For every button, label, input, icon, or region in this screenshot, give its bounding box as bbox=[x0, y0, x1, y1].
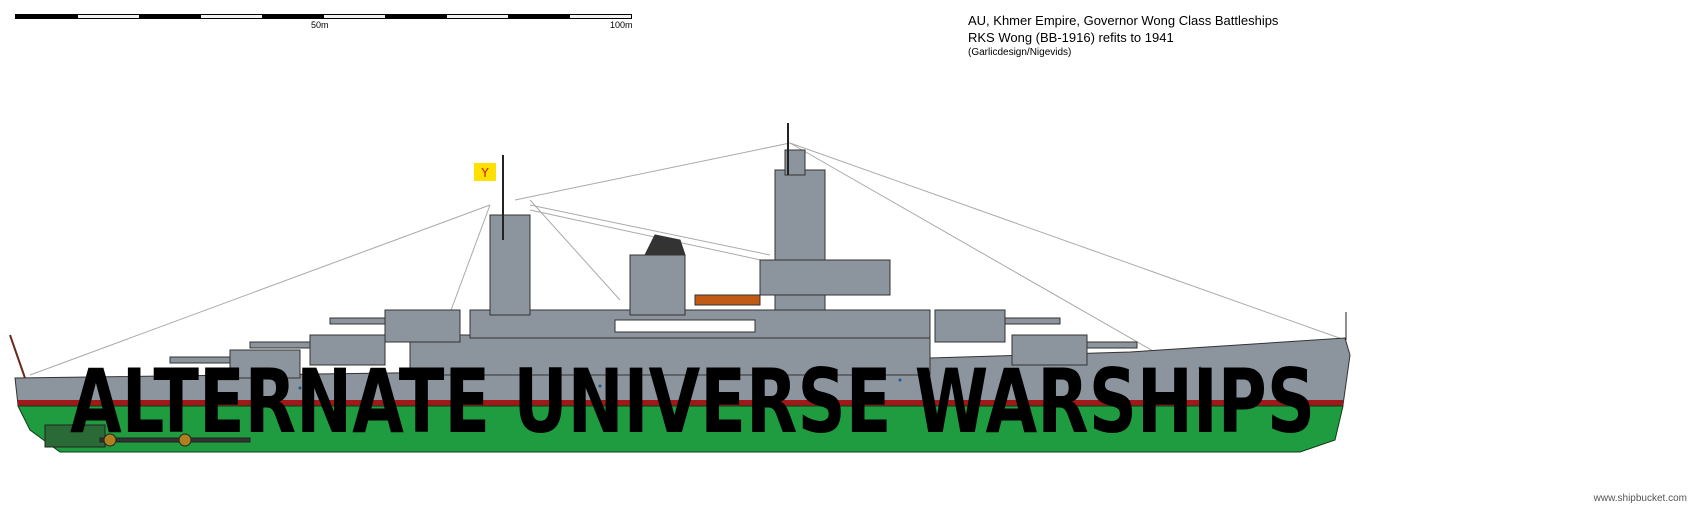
turret-c bbox=[384, 309, 461, 343]
propellers-and-rudder bbox=[44, 424, 251, 448]
fore-tower bbox=[489, 214, 531, 316]
title-line-2: RKS Wong (BB-1916) refits to 1941 bbox=[968, 30, 1174, 45]
portholes bbox=[98, 366, 1202, 392]
main-turrets bbox=[169, 309, 1138, 379]
title-line-1: AU, Khmer Empire, Governor Wong Class Ba… bbox=[968, 13, 1279, 28]
svg-text:Y: Y bbox=[480, 166, 489, 180]
turret-b bbox=[309, 334, 386, 366]
site-watermark: www.shipbucket.com bbox=[1593, 493, 1687, 504]
turret-d bbox=[934, 309, 1006, 343]
funnel bbox=[629, 254, 686, 316]
hull-antifouling bbox=[17, 405, 1344, 453]
masts bbox=[9, 123, 1347, 379]
overlay-banner-text: ALTERNATE UNIVERSE WARSHIPS bbox=[70, 350, 1315, 453]
scale-label-100m: 100m bbox=[610, 20, 633, 30]
turret-a bbox=[229, 349, 301, 379]
turret-e bbox=[1011, 334, 1088, 366]
flag-icon bbox=[474, 163, 496, 181]
drawing-title: AU, Khmer Empire, Governor Wong Class Ba… bbox=[968, 12, 1278, 60]
title-credit: (Garlicdesign/Nigevids) bbox=[968, 47, 1072, 58]
superstructure bbox=[409, 149, 931, 376]
scale-label-50m: 50m bbox=[311, 20, 329, 30]
boot-top-stripe bbox=[18, 400, 1343, 406]
scale-bar bbox=[15, 14, 632, 19]
